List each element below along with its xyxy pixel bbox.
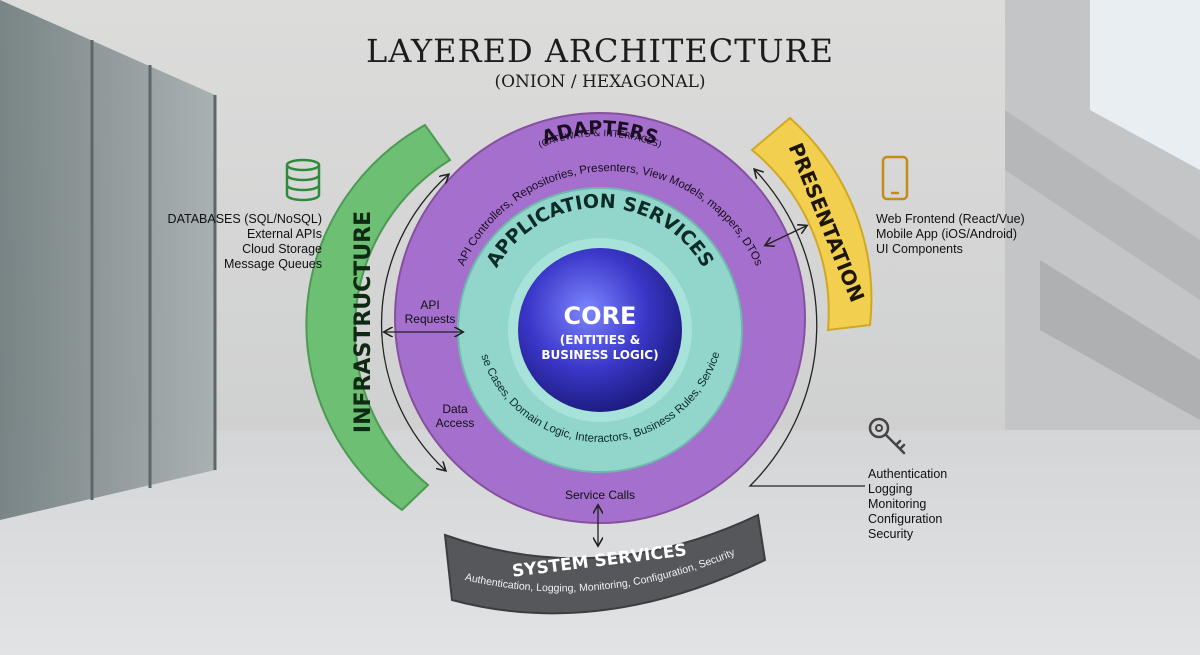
- presentation-list: Web Frontend (React/Vue) Mobile App (iOS…: [876, 212, 1076, 257]
- list-item: Configuration: [868, 512, 943, 526]
- core-sphere: [518, 248, 682, 412]
- presentation-outer-arc-arrow: [748, 170, 865, 487]
- core-title: CORE: [563, 302, 637, 330]
- presentation-adapters-arrow: [766, 226, 806, 245]
- list-item: Logging: [868, 482, 913, 496]
- list-item: Cloud Storage: [242, 242, 322, 256]
- api-requests-label: API Requests: [404, 298, 456, 326]
- system-services-list: Authentication Logging Monitoring Config…: [868, 467, 988, 542]
- list-item: UI Components: [876, 242, 963, 256]
- list-item: DATABASES (SQL/NoSQL): [167, 212, 322, 226]
- list-item: Mobile App (iOS/Android): [876, 227, 1018, 241]
- system-services-band: [443, 513, 767, 615]
- infrastructure-title: INFRASTRUCTURE: [351, 211, 376, 433]
- infrastructure-to-adapters-arc-arrow: [380, 175, 448, 470]
- smartphone-icon: [880, 155, 910, 205]
- presentation-band: [750, 116, 873, 332]
- list-item: Monitoring: [868, 497, 927, 511]
- list-item: Security: [868, 527, 914, 541]
- core-subtitle: (ENTITIES & BUSINESS LOGIC): [541, 333, 659, 362]
- list-item: Message Queues: [224, 257, 322, 271]
- infrastructure-band: [305, 123, 452, 512]
- database-icon: [283, 158, 323, 206]
- key-icon: [866, 415, 910, 463]
- service-calls-label: Service Calls: [564, 488, 636, 502]
- diagram-subtitle: (ONION / HEXAGONAL): [494, 72, 706, 92]
- list-item: Authentication: [868, 467, 948, 481]
- infrastructure-list: DATABASES (SQL/NoSQL) External APIs Clou…: [150, 212, 322, 272]
- list-item: External APIs: [246, 227, 322, 241]
- diagram-title: LAYERED ARCHITECTURE: [365, 32, 834, 70]
- data-access-label: Data Access: [435, 402, 475, 430]
- list-item: Web Frontend (React/Vue): [876, 212, 1025, 226]
